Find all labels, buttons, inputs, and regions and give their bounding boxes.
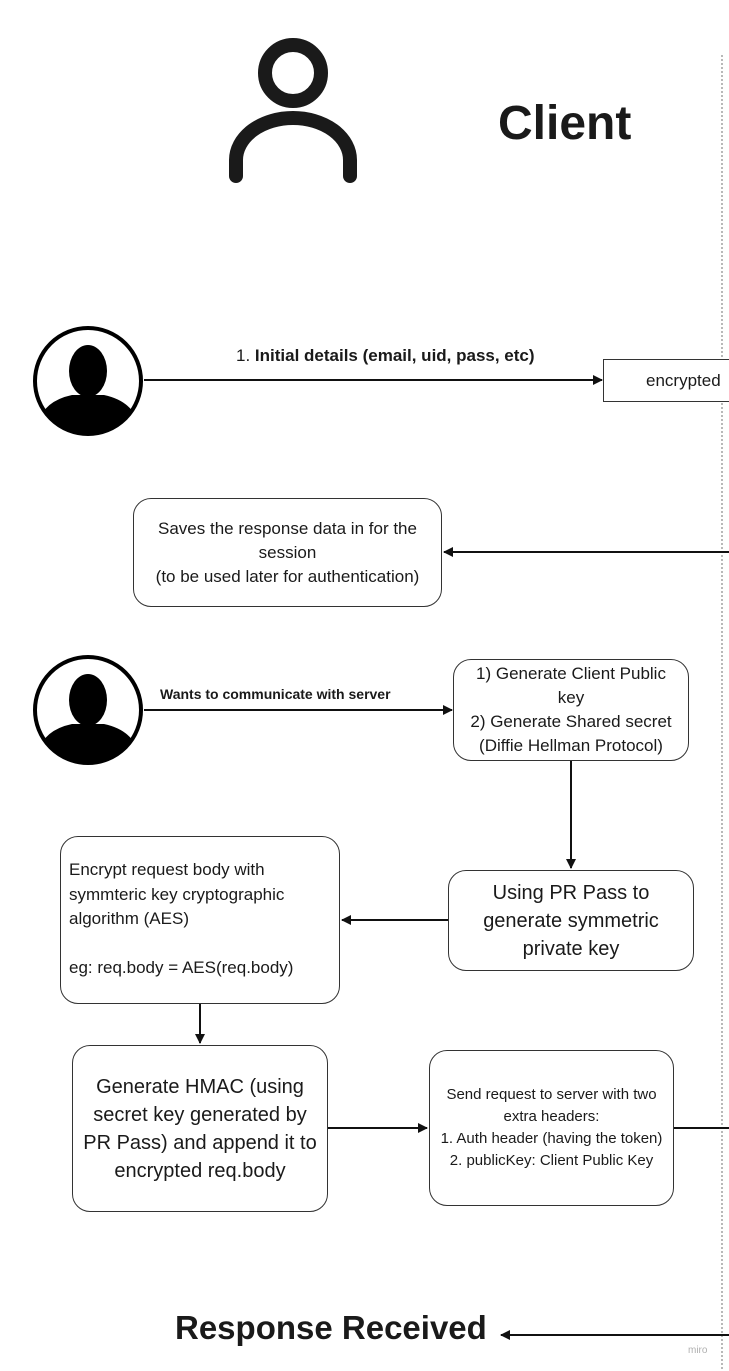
pr-pass-text: Using PR Pass to generate symmetric priv… bbox=[483, 881, 659, 960]
user-outline-icon bbox=[229, 38, 357, 183]
miro-watermark: miro bbox=[688, 1345, 708, 1356]
send-request-box: Send request to server with two extra he… bbox=[429, 1050, 674, 1206]
page-title: Client bbox=[498, 97, 632, 150]
encrypted-box: encrypted bbox=[603, 359, 729, 402]
hmac-box: Generate HMAC (using secret key generate… bbox=[72, 1045, 328, 1212]
encrypt-request-box: Encrypt request body with symmteric key … bbox=[60, 836, 340, 1004]
initial-details-text: Initial details (email, uid, pass, etc) bbox=[254, 346, 535, 365]
wants-communicate-label: Wants to communicate with server bbox=[160, 686, 391, 702]
initial-details-label: 1. Initial details (email, uid, pass, et… bbox=[236, 346, 535, 366]
generate-keys-box: 1) Generate Client Public key 2) Generat… bbox=[453, 659, 689, 761]
user-avatar-icon bbox=[33, 326, 143, 436]
user-avatar-icon bbox=[33, 655, 143, 765]
pr-pass-box: Using PR Pass to generate symmetric priv… bbox=[448, 870, 694, 971]
generate-keys-text: 1) Generate Client Public key 2) Generat… bbox=[470, 664, 672, 755]
encrypted-box-text: encrypted bbox=[646, 370, 721, 390]
response-received-label: Response Received bbox=[175, 1309, 487, 1346]
save-response-text: Saves the response data in for the sessi… bbox=[155, 518, 420, 586]
send-request-text: Send request to server with two extra he… bbox=[440, 1086, 663, 1169]
encrypt-request-text: Encrypt request body with symmteric key … bbox=[69, 860, 294, 977]
hmac-text: Generate HMAC (using secret key generate… bbox=[83, 1075, 317, 1182]
save-response-box: Saves the response data in for the sessi… bbox=[133, 498, 442, 607]
initial-details-number: 1. bbox=[236, 346, 255, 365]
